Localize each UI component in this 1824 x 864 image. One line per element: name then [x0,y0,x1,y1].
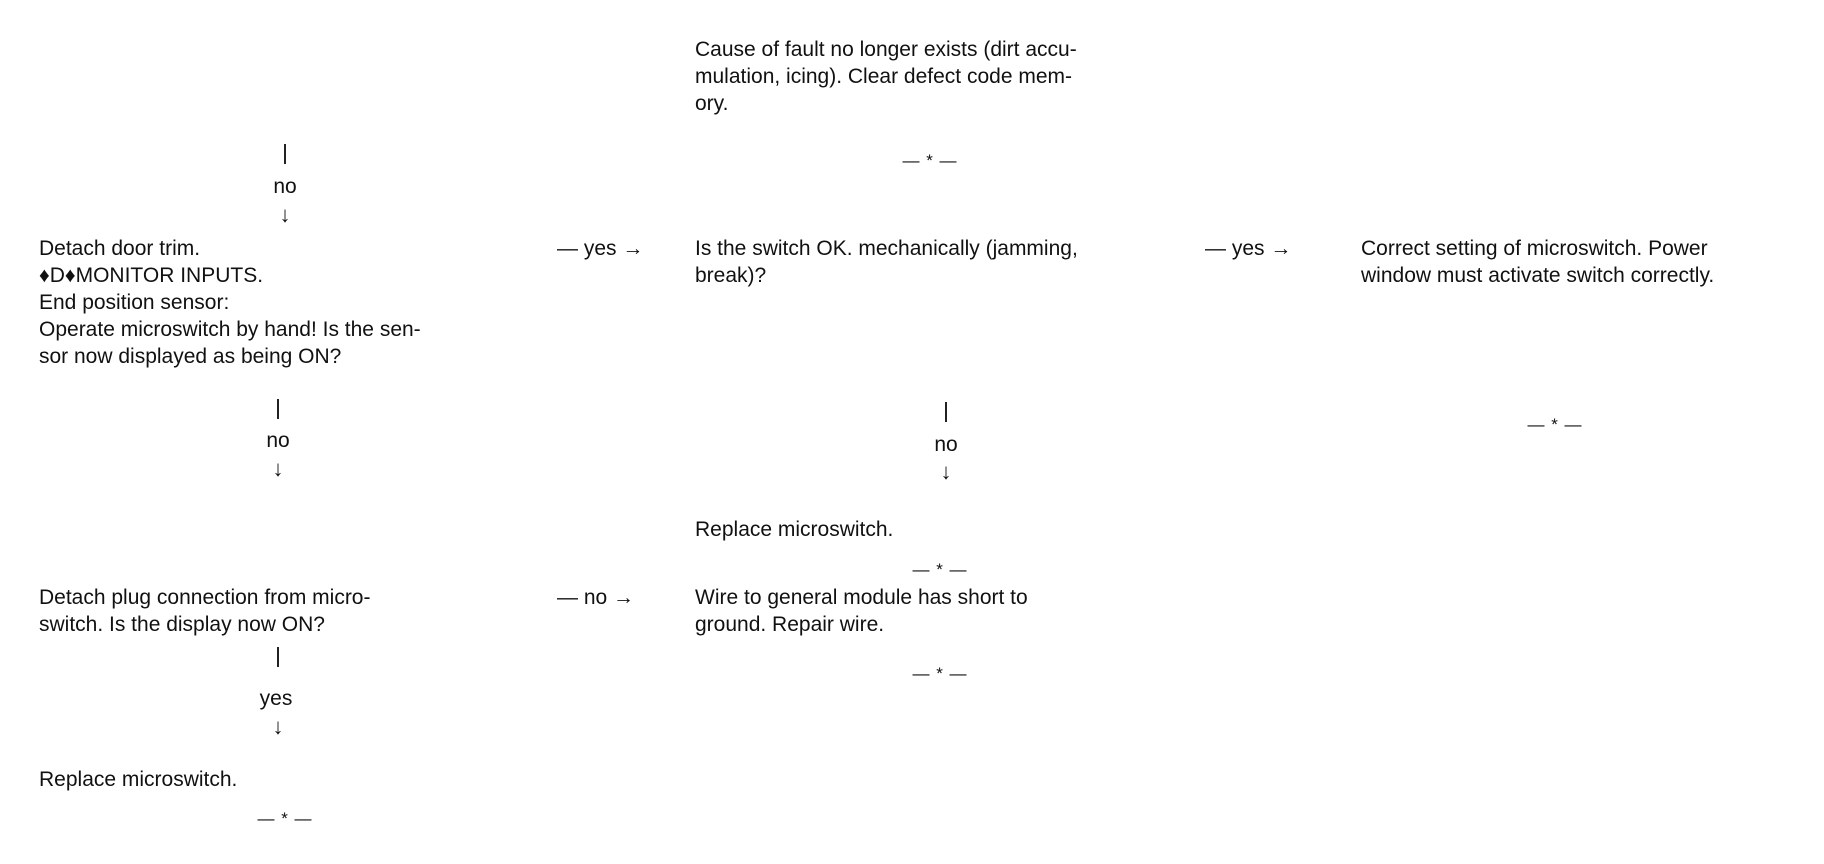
connector-line [945,402,947,422]
connector-line [277,647,279,667]
end-marker: — * — [902,151,958,170]
branch-label-no: no [934,433,958,456]
node-correct-setting: Correct setting of microswitch. Power wi… [1361,237,1715,287]
end-marker: — * — [257,809,313,828]
branch-label-no: no [266,429,290,452]
branch-arrow-yes: — yes → [557,237,644,260]
node-fault-gone: Cause of fault no longer exists (dirt ac… [695,38,1077,115]
end-marker: — * — [912,560,968,579]
end-marker: — * — [1527,415,1583,434]
branch-label-no: no [273,175,297,198]
connector-line [277,399,279,419]
down-arrow-icon: ↓ [940,459,952,484]
down-arrow-icon: ↓ [272,714,284,739]
end-marker: — * — [912,664,968,683]
branch-label-yes: yes [259,687,293,710]
branch-arrow-no: — no → [557,586,635,609]
node-switch-ok: Is the switch OK. mechanically (jamming,… [695,237,1078,287]
node-wire-short: Wire to general module has short to grou… [695,586,1028,636]
node-detach-plug: Detach plug connection from micro- switc… [39,586,371,636]
connector-line [284,144,286,164]
down-arrow-icon: ↓ [279,202,291,227]
node-replace-microswitch: Replace microswitch. [695,518,894,541]
branch-arrow-yes: — yes → [1205,237,1292,260]
node-detach-trim: Detach door trim. ♦D♦MONITOR INPUTS. End… [39,237,421,368]
node-replace-microswitch: Replace microswitch. [39,768,238,791]
down-arrow-icon: ↓ [272,456,284,481]
